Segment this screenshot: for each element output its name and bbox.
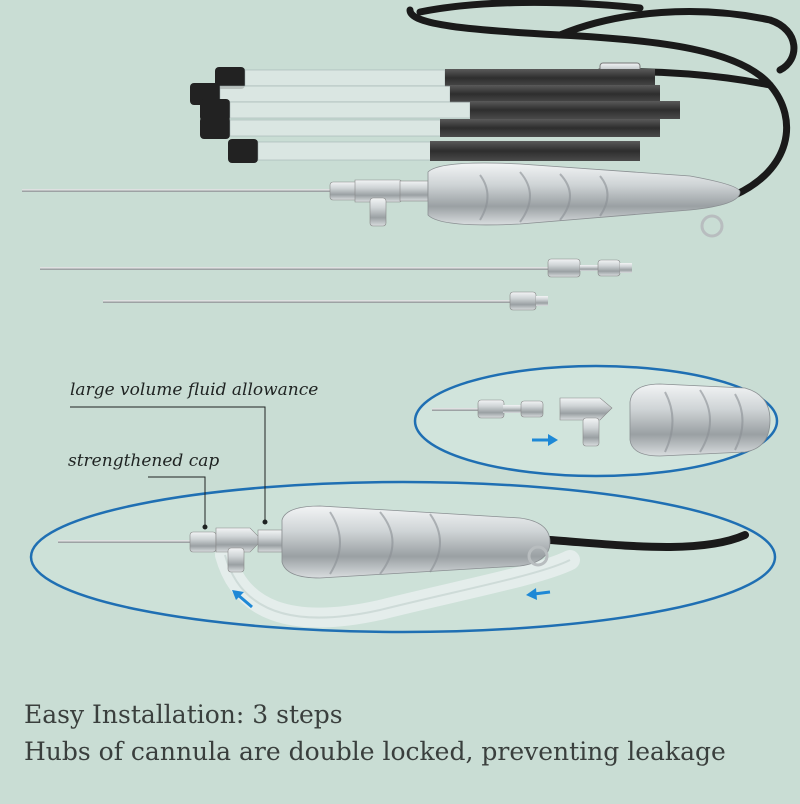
callout-lines <box>70 406 268 530</box>
caption-installation: Easy Installation: 3 steps <box>24 700 343 729</box>
arrow-right-icon <box>532 434 558 446</box>
fluid-allowance-label: large volume fluid allowance <box>70 380 319 400</box>
device-closeup-ellipse <box>29 480 777 634</box>
cannula-tube <box>200 117 660 139</box>
packaged-cannula-tubes <box>190 67 680 163</box>
cannula-tube <box>200 99 680 121</box>
strengthened-cap-label: strengthened cap <box>68 451 220 471</box>
power-cable <box>406 0 798 199</box>
caption-hubs: Hubs of cannula are double locked, preve… <box>24 737 726 766</box>
cannula-short <box>103 291 548 311</box>
cannula-tube <box>215 67 655 89</box>
cannula-tube <box>190 83 660 105</box>
arrow-left-icon <box>526 588 551 600</box>
cannula-tube <box>228 139 640 163</box>
installation-detail-ellipse <box>413 364 779 478</box>
assembled-device <box>22 162 741 238</box>
cannula-long <box>40 258 632 278</box>
arrow-up-left-icon <box>232 590 253 609</box>
